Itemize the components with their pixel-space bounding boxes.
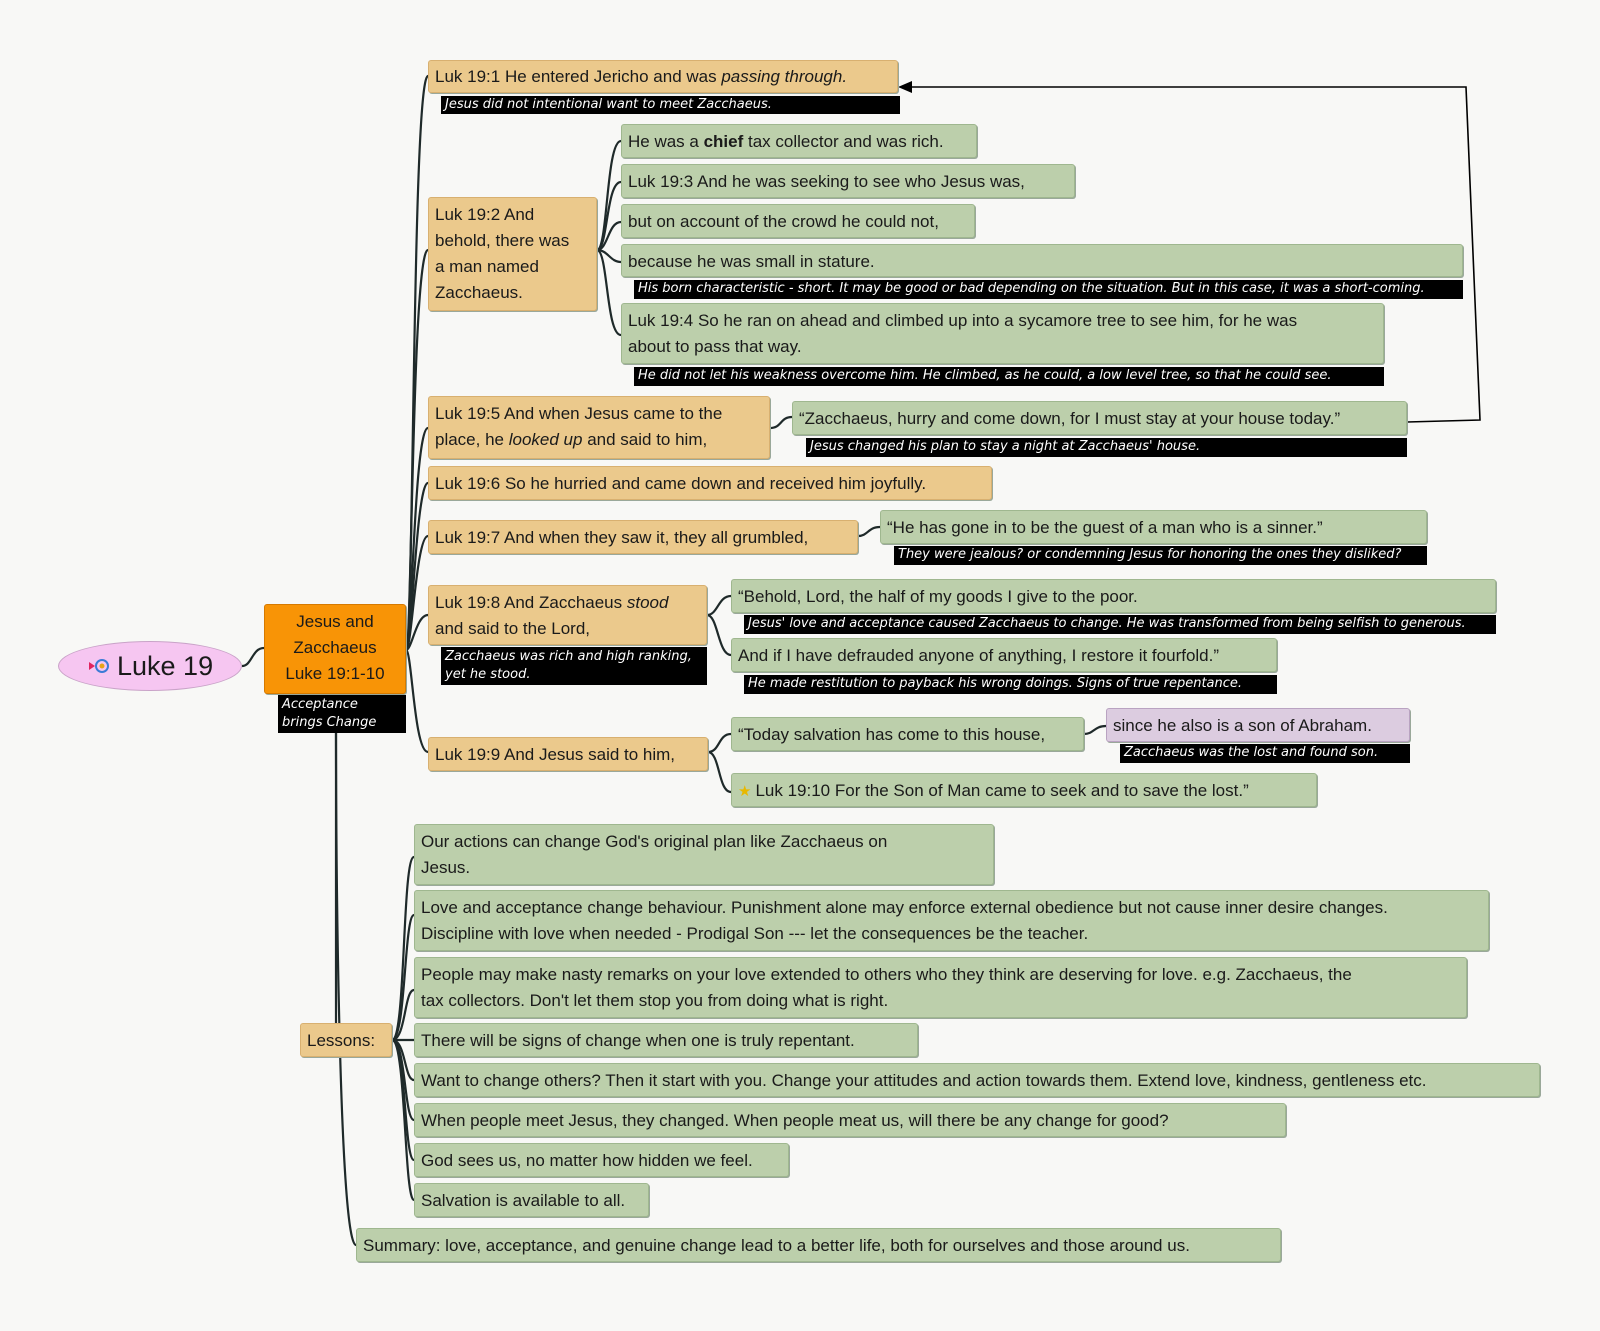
verse-7-node[interactable]: Luk 19:7 And when they saw it, they all … <box>428 520 858 554</box>
verse-3-crowd-node[interactable]: but on account of the crowd he could not… <box>621 204 975 238</box>
chief-bold: chief <box>703 132 744 151</box>
lesson-1-line-1: Our actions can change God's original pl… <box>421 832 888 851</box>
verse-8-note-line-1: Zacchaeus was rich and high ranking, <box>445 649 692 664</box>
verse-8-line-1-pre: Luk 19:8 And Zacchaeus <box>435 593 627 612</box>
verse-3-node[interactable]: Luk 19:3 And he was seeking to see who J… <box>621 164 1075 198</box>
verse-4-note: He did not let his weakness overcome him… <box>634 367 1384 386</box>
topic-note-line-2: brings Change <box>282 715 377 730</box>
lessons-node[interactable]: Lessons: <box>300 1023 392 1057</box>
map-logo-icon <box>89 659 109 673</box>
verse-8-goods-note: Jesus' love and acceptance caused Zaccha… <box>744 615 1496 634</box>
branch-connectors <box>241 74 1107 1247</box>
verse-5-node[interactable]: Luk 19:5 And when Jesus came to the plac… <box>428 396 770 459</box>
verse-5-line-2-post: and said to him, <box>582 430 708 449</box>
topic-note-line-1: Acceptance <box>282 697 358 712</box>
topic-node[interactable]: Jesus and Zacchaeus Luke 19:1-10 <box>264 604 406 694</box>
lesson-2-line-1: Love and acceptance change behaviour. Pu… <box>421 898 1388 917</box>
verse-8-note-line-2: yet he stood. <box>445 667 531 682</box>
lesson-item-4[interactable]: There will be signs of change when one i… <box>414 1023 918 1057</box>
verse-9-node[interactable]: Luk 19:9 And Jesus said to him, <box>428 737 708 771</box>
lesson-item-6[interactable]: When people meet Jesus, they changed. Wh… <box>414 1103 1286 1137</box>
star-icon: ★ <box>738 783 752 800</box>
topic-note: Acceptance brings Change <box>278 695 406 733</box>
root-node[interactable]: Luke 19 <box>58 641 242 691</box>
verse-8-restore-note: He made restitution to payback his wrong… <box>744 675 1277 694</box>
verse-2-line-2: behold, there was <box>435 231 570 250</box>
lesson-item-2[interactable]: Love and acceptance change behaviour. Pu… <box>414 890 1489 951</box>
relationship-arrowhead <box>898 81 912 93</box>
topic-line-3: Luke 19:1-10 <box>285 664 385 683</box>
verse-2-line-4: Zacchaeus. <box>435 283 523 302</box>
relationship-arrow <box>904 86 1481 423</box>
verse-5-quote-note: Jesus changed his plan to stay a night a… <box>806 438 1407 457</box>
lesson-item-1[interactable]: Our actions can change God's original pl… <box>414 824 994 885</box>
verse-5-quote-node[interactable]: “Zacchaeus, hurry and come down, for I m… <box>792 401 1407 435</box>
verse-6-node[interactable]: Luk 19:6 So he hurried and came down and… <box>428 466 992 500</box>
verse-7-quote-note: They were jealous? or condemning Jesus f… <box>894 546 1427 565</box>
verse-3-stature-node[interactable]: because he was small in stature. <box>621 244 1463 277</box>
lesson-3-line-2: tax collectors. Don't let them stop you … <box>421 991 889 1010</box>
verse-4-line-2: about to pass that way. <box>628 337 802 356</box>
verse-8-restore-node[interactable]: And if I have defrauded anyone of anythi… <box>731 638 1277 672</box>
verse-2-chief-node[interactable]: He was a chief tax collector and was ric… <box>621 124 977 158</box>
verse-10-node[interactable]: ★Luk 19:10 For the Son of Man came to se… <box>731 773 1317 807</box>
verse-1-note: Jesus did not intentional want to meet Z… <box>441 96 900 114</box>
verse-4-node[interactable]: Luk 19:4 So he ran on ahead and climbed … <box>621 303 1384 364</box>
lesson-item-7[interactable]: God sees us, no matter how hidden we fee… <box>414 1143 789 1177</box>
verse-8-line-2: and said to the Lord, <box>435 619 591 638</box>
verse-1-emphasis: passing through. <box>721 67 848 86</box>
summary-node[interactable]: Summary: love, acceptance, and genuine c… <box>356 1228 1281 1262</box>
verse-8-goods-node[interactable]: “Behold, Lord, the half of my goods I gi… <box>731 579 1496 613</box>
verse-8-node[interactable]: Luk 19:8 And Zacchaeus stood and said to… <box>428 585 707 645</box>
lesson-item-8[interactable]: Salvation is available to all. <box>414 1183 649 1217</box>
verse-9-salvation-node[interactable]: “Today salvation has come to this house, <box>731 717 1084 751</box>
verse-8-note: Zacchaeus was rich and high ranking, yet… <box>441 647 707 685</box>
verse-10-text: Luk 19:10 For the Son of Man came to see… <box>755 781 1249 800</box>
verse-9-abraham-node[interactable]: since he also is a son of Abraham. <box>1106 708 1410 742</box>
root-label: Luke 19 <box>117 651 214 681</box>
verse-4-line-1: Luk 19:4 So he ran on ahead and climbed … <box>628 311 1298 330</box>
topic-line-2: Zacchaeus <box>293 638 377 657</box>
verse-5-emphasis: looked up <box>508 430 583 449</box>
verse-9-abraham-note: Zacchaeus was the lost and found son. <box>1120 744 1410 763</box>
verse-7-quote-node[interactable]: “He has gone in to be the guest of a man… <box>880 510 1427 544</box>
verse-2-line-1: Luk 19:2 And <box>435 205 535 224</box>
verse-1-node[interactable]: Luk 19:1 He entered Jericho and was pass… <box>428 60 898 93</box>
verse-1-text: Luk 19:1 He entered Jericho and was <box>435 67 722 86</box>
verse-2-line-3: a man named <box>435 257 539 276</box>
verse-2-node[interactable]: Luk 19:2 And behold, there was a man nam… <box>428 197 597 311</box>
lesson-item-5[interactable]: Want to change others? Then it start wit… <box>414 1063 1540 1097</box>
verse-5-line-2-pre: place, he <box>435 430 509 449</box>
chief-post: tax collector and was rich. <box>743 132 944 151</box>
verse-5-line-1: Luk 19:5 And when Jesus came to the <box>435 404 723 423</box>
verse-3-stature-note: His born characteristic - short. It may … <box>634 280 1463 299</box>
lesson-item-3[interactable]: People may make nasty remarks on your lo… <box>414 957 1467 1018</box>
lesson-1-line-2: Jesus. <box>421 858 471 877</box>
lesson-2-line-2: Discipline with love when needed - Prodi… <box>421 924 1089 943</box>
lesson-3-line-1: People may make nasty remarks on your lo… <box>421 965 1352 984</box>
topic-line-1: Jesus and <box>296 612 374 631</box>
chief-pre: He was a <box>628 132 704 151</box>
verse-8-emphasis: stood <box>626 593 669 612</box>
